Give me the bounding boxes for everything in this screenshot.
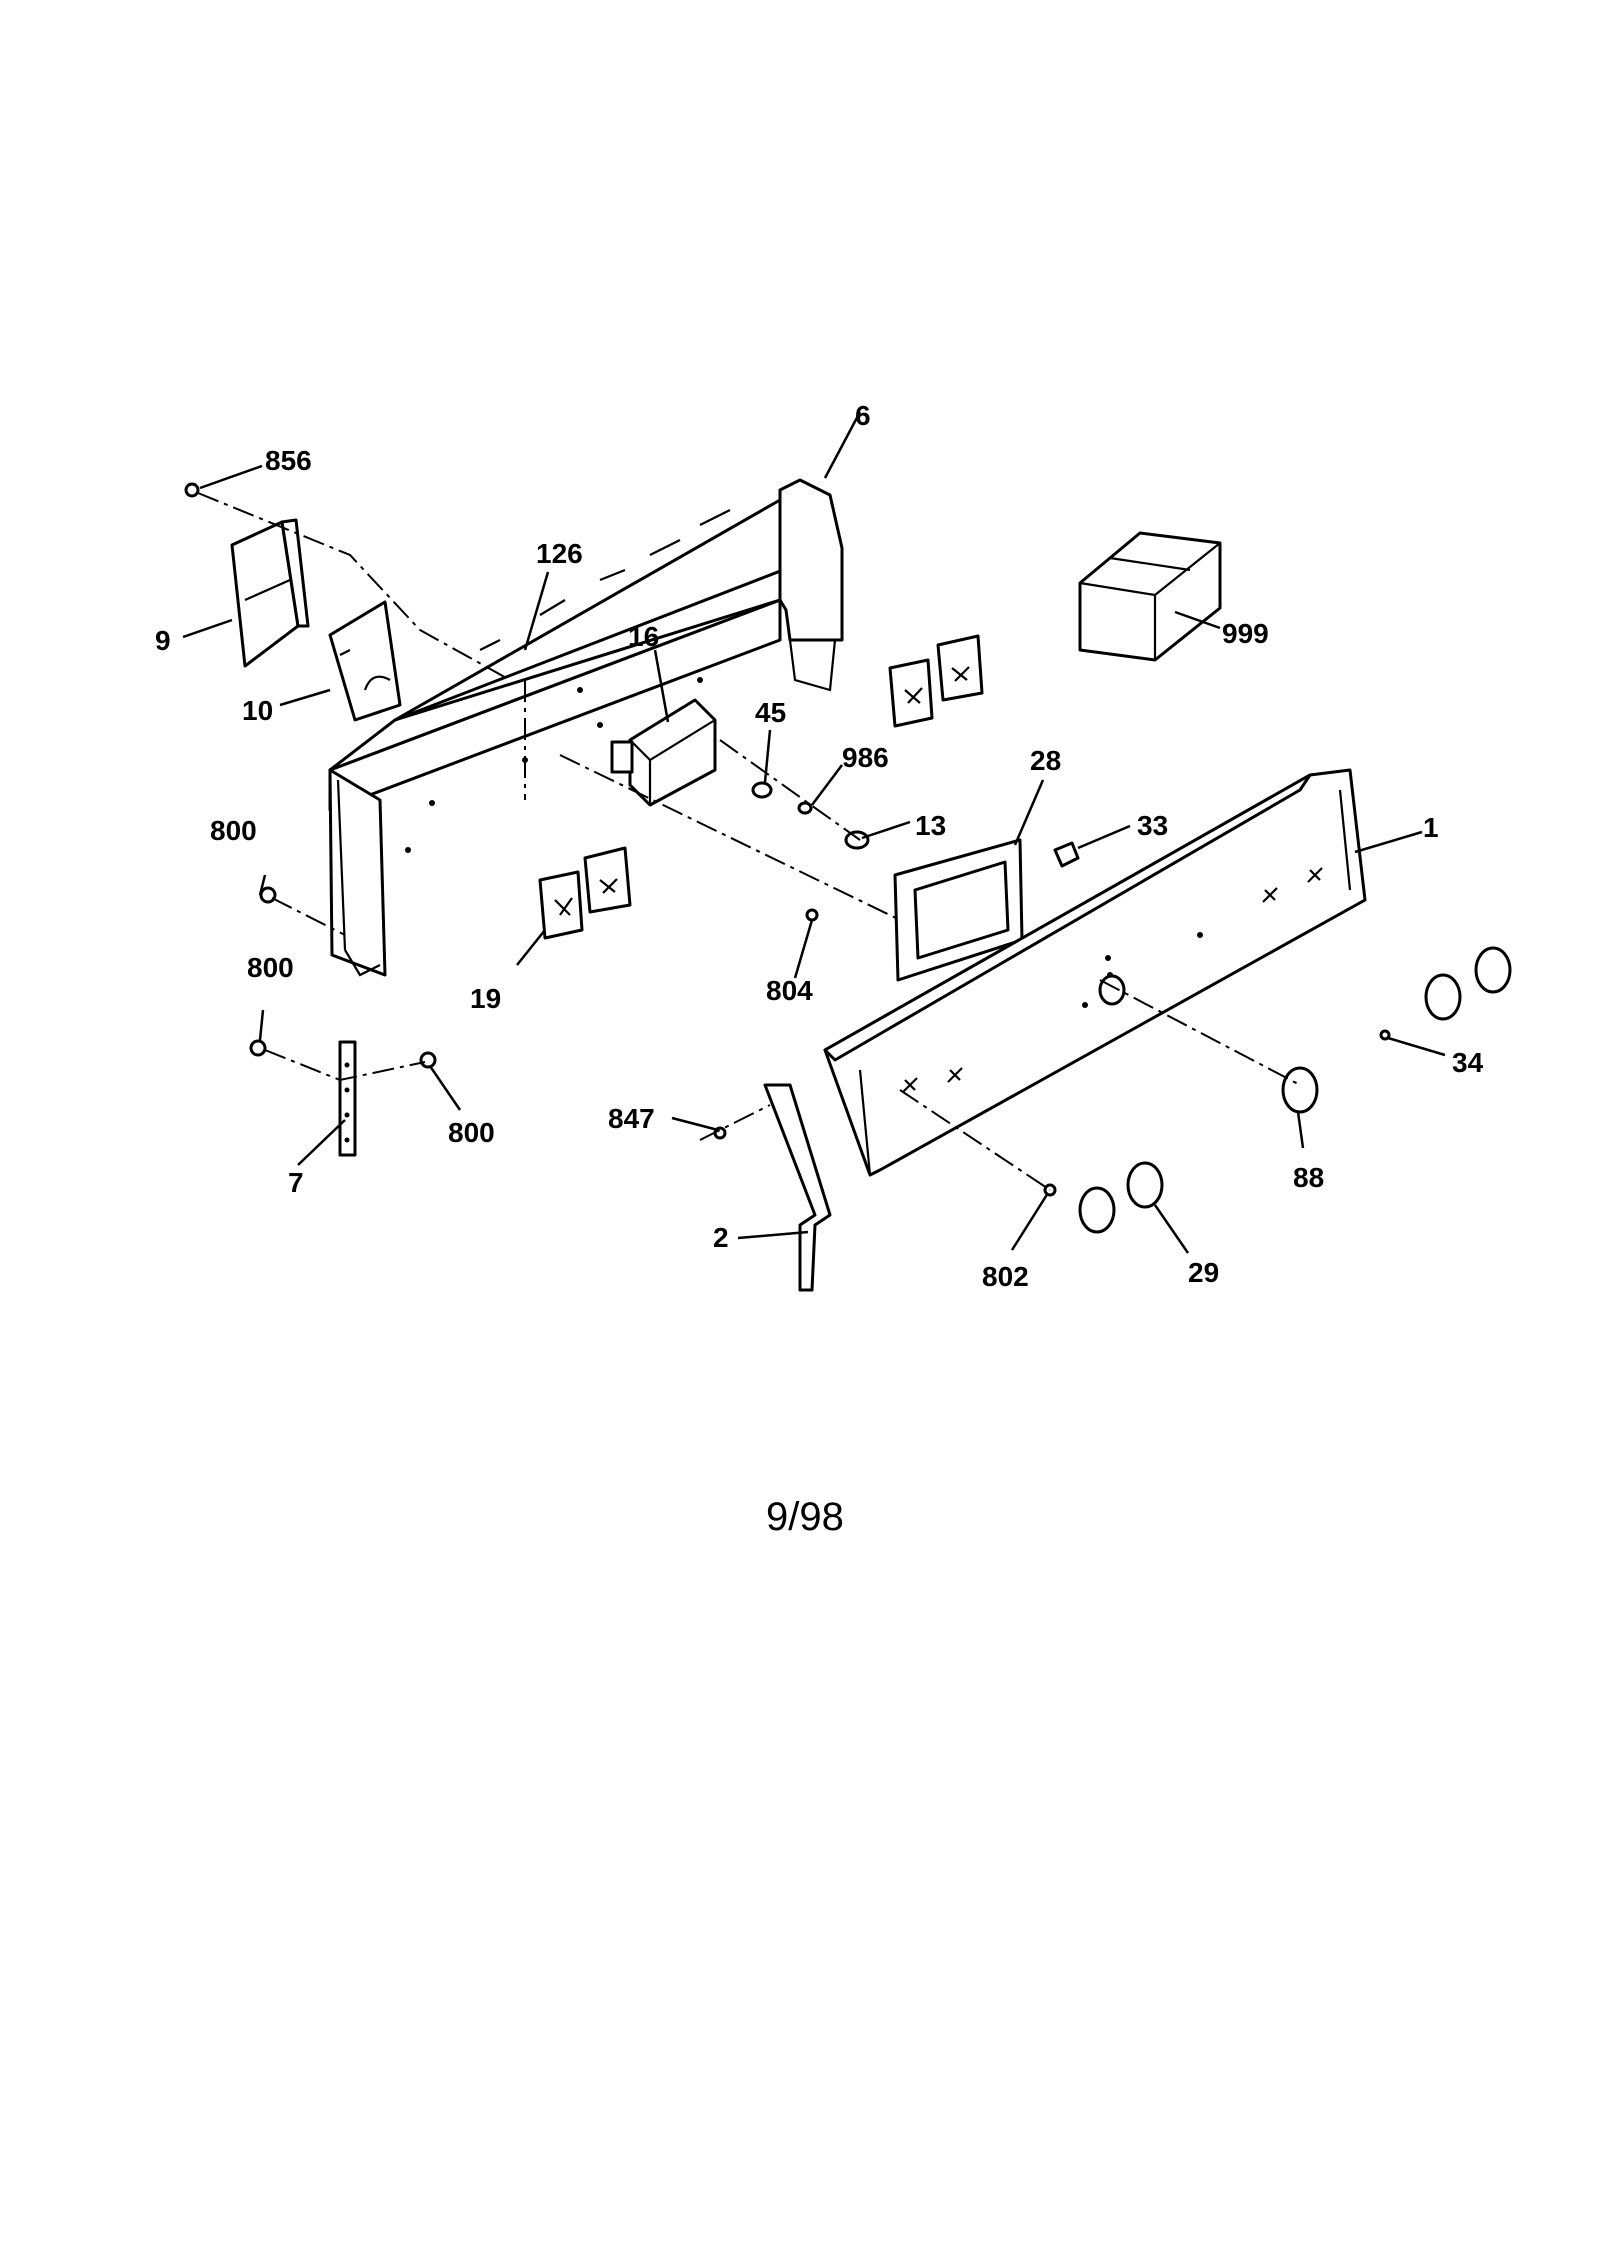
side-bracket-left [230,518,310,668]
front-control-panel [823,768,1367,1177]
callout-800-top: 800 [210,815,257,846]
callout-16: 16 [628,621,659,652]
page-footer-date: 9/98 [766,1495,844,1539]
callout-13: 13 [915,810,946,841]
corner-brace [338,1040,357,1157]
callout-88: 88 [1293,1162,1324,1193]
clock-window-bezel [893,838,1024,982]
callout-800-mid: 800 [247,952,294,983]
callout-847: 847 [608,1103,655,1134]
callout-6: 6 [855,400,871,431]
callout-2: 2 [713,1222,729,1253]
callout-34: 34 [1452,1047,1484,1078]
callout-9: 9 [155,625,171,656]
callout-33: 33 [1137,810,1168,841]
hardware-small-parts [751,781,870,850]
callout-986: 986 [842,742,889,773]
callout-126: 126 [536,538,583,569]
callout-28: 28 [1030,745,1061,776]
control-knobs [1078,946,1512,1234]
callout-999: 999 [1222,618,1269,649]
callout-45: 45 [755,697,786,728]
infinite-switch-group-right [888,634,984,728]
infinite-switch-group-left [538,846,632,940]
callout-10: 10 [242,695,273,726]
side-bracket-right [328,600,402,722]
rear-backguard-panel [328,478,844,977]
assembly-dash-lines [197,492,1301,1191]
callout-800-right: 800 [448,1117,495,1148]
callout-labels: 856 6 126 9 10 16 45 986 13 28 33 1 999 … [155,400,1484,1292]
end-trim-strip [763,1083,832,1292]
callout-804: 804 [766,975,813,1006]
callout-856: 856 [265,445,312,476]
parts-box [1078,531,1222,662]
callout-802: 802 [982,1261,1029,1292]
clock-timer-module [610,698,717,807]
leader-lines [182,411,1446,1254]
callout-7: 7 [288,1167,304,1198]
callout-19: 19 [470,983,501,1014]
callout-1: 1 [1423,812,1439,843]
callout-29: 29 [1188,1257,1219,1288]
